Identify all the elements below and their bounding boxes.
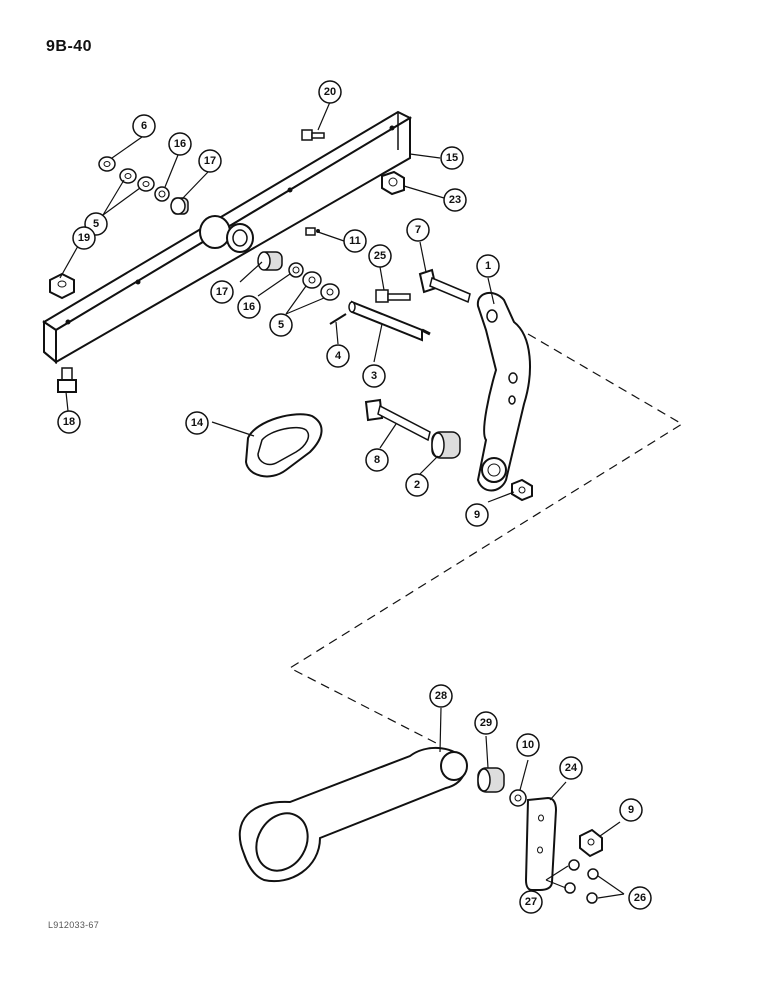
grease-fitting-11	[305, 227, 320, 236]
bolt-20	[301, 129, 325, 141]
bushing-16a	[154, 186, 170, 202]
connection-line	[288, 333, 684, 745]
nut-27b	[564, 882, 576, 894]
callout-2: 2	[405, 473, 429, 497]
callout-20: 20	[318, 80, 342, 104]
callout-16a: 16	[168, 132, 192, 156]
svg-text:9: 9	[628, 804, 634, 816]
connecting-rod-28	[238, 747, 468, 883]
callout-1: 1	[476, 254, 500, 278]
svg-text:3: 3	[371, 370, 377, 382]
callout-9b: 9	[619, 798, 643, 822]
callout-10: 10	[516, 733, 540, 757]
bushing-29	[477, 767, 505, 793]
svg-text:9: 9	[474, 509, 480, 521]
washer-5b	[137, 176, 155, 192]
nut-27a	[568, 859, 580, 871]
bushing-17b	[257, 251, 283, 271]
callout-9a: 9	[465, 503, 489, 527]
callout-27: 27	[519, 890, 543, 914]
callout-3: 3	[362, 364, 386, 388]
svg-text:27: 27	[525, 896, 537, 908]
bolt-25	[375, 289, 411, 303]
bushing-2	[431, 431, 461, 459]
svg-text:5: 5	[278, 319, 284, 331]
washer-6	[98, 156, 116, 172]
svg-text:19: 19	[78, 232, 90, 244]
bolt-18	[57, 367, 77, 393]
svg-text:11: 11	[349, 235, 361, 247]
svg-text:25: 25	[374, 250, 386, 262]
svg-text:23: 23	[449, 194, 461, 206]
washer-5a	[119, 168, 137, 184]
seal-14	[244, 413, 323, 478]
callout-7: 7	[406, 218, 430, 242]
callout-4: 4	[326, 344, 350, 368]
washer-10	[509, 789, 527, 807]
svg-text:4: 4	[335, 350, 342, 362]
svg-text:20: 20	[324, 86, 336, 98]
cotter-pin-4	[329, 313, 347, 325]
svg-text:5: 5	[93, 218, 99, 230]
pin-3	[348, 300, 431, 342]
nut-23	[381, 170, 405, 196]
page-label: 9B-40	[46, 38, 93, 55]
callout-28: 28	[429, 684, 453, 708]
callout-29: 29	[474, 711, 498, 735]
figure-code: L912033-67	[48, 920, 100, 930]
callout-26: 26	[628, 886, 652, 910]
callout-17a: 17	[198, 149, 222, 173]
bushing-16b	[288, 262, 304, 278]
callout-25: 25	[368, 244, 392, 268]
washer-5c	[302, 271, 322, 289]
nut-19	[49, 272, 75, 300]
callout-5b: 5	[269, 313, 293, 337]
lever-1	[476, 291, 531, 492]
bushing-17a	[170, 197, 189, 215]
callout-23: 23	[443, 188, 467, 212]
svg-text:16: 16	[243, 301, 255, 313]
svg-text:8: 8	[374, 454, 380, 466]
svg-text:26: 26	[634, 892, 646, 904]
svg-text:16: 16	[174, 138, 186, 150]
callout-19: 19	[72, 226, 96, 250]
nut-9b	[579, 828, 603, 858]
bolt-7	[418, 268, 471, 304]
callout-14: 14	[185, 411, 209, 435]
leader-lines	[59, 101, 625, 899]
callout-17b: 17	[210, 280, 234, 304]
washer-5d	[320, 283, 340, 301]
nut-9a	[511, 478, 533, 502]
svg-text:1: 1	[485, 260, 491, 272]
svg-text:10: 10	[522, 739, 534, 751]
callout-24: 24	[559, 756, 583, 780]
bolt-8	[364, 398, 431, 442]
svg-text:24: 24	[565, 762, 578, 774]
svg-text:14: 14	[191, 417, 204, 429]
callout-8: 8	[365, 448, 389, 472]
svg-text:17: 17	[216, 286, 228, 298]
svg-text:29: 29	[480, 717, 492, 729]
callout-18: 18	[57, 410, 81, 434]
callout-6: 6	[132, 114, 156, 138]
cross-member-channel	[42, 110, 413, 365]
plate-24	[524, 796, 558, 891]
nut-26b	[586, 892, 598, 904]
callout-16b: 16	[237, 295, 261, 319]
callout-11: 11	[343, 229, 367, 253]
svg-text:2: 2	[414, 479, 420, 491]
nut-26a	[587, 868, 599, 880]
svg-text:18: 18	[63, 416, 75, 428]
svg-text:7: 7	[415, 224, 421, 236]
svg-text:6: 6	[141, 120, 147, 132]
svg-text:28: 28	[435, 690, 447, 702]
svg-text:17: 17	[204, 155, 216, 167]
svg-text:15: 15	[446, 152, 458, 164]
callout-15: 15	[440, 146, 464, 170]
